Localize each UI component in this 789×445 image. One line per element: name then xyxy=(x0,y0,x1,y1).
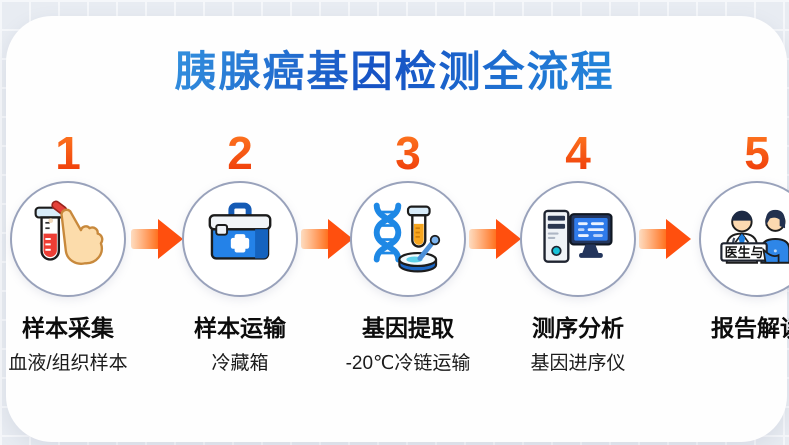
step-number: 5 xyxy=(677,128,789,178)
arrow-icon xyxy=(130,217,184,261)
step-number: 1 xyxy=(0,128,148,178)
step-sublabel: 冷藏箱 xyxy=(211,353,269,374)
step-icon-circle xyxy=(10,181,126,297)
arrow-icon xyxy=(300,217,354,261)
sign-text: 医生与 xyxy=(725,245,764,260)
step-number: 4 xyxy=(498,128,658,178)
step-gene-extraction: 3 基因提取 -20℃冷链运输 xyxy=(328,128,488,375)
step-sequencing-analysis: 4 测序分析 基因进序仪 xyxy=(498,128,658,375)
arrow-icon xyxy=(468,217,522,261)
step-report-interpretation: 5 医生与 报告解读 xyxy=(677,128,789,348)
blood-sample-icon xyxy=(34,200,104,265)
sequencing-computer-icon xyxy=(543,209,613,263)
step-sublabel: -20℃冷链运输 xyxy=(345,353,471,374)
step-label: 样本采集 xyxy=(22,315,114,341)
step-icon-circle xyxy=(350,181,466,297)
step-number: 2 xyxy=(160,128,320,178)
step-icon-circle: 医生与 xyxy=(699,181,789,297)
step-number: 3 xyxy=(328,128,488,178)
arrow-icon xyxy=(638,217,692,261)
cooler-box-icon xyxy=(208,202,272,260)
step-sample-transport: 2 样本运输 冷藏箱 xyxy=(160,128,320,375)
step-sublabel: 基因进序仪 xyxy=(530,353,626,374)
step-label: 样本运输 xyxy=(194,315,286,341)
step-sample-collection: 1 样本采集 血液/组织样本 xyxy=(0,128,148,375)
doctor-consult-icon: 医生与 xyxy=(720,209,789,264)
step-label: 报告解读 xyxy=(711,315,789,341)
step-label: 测序分析 xyxy=(532,315,624,341)
step-icon-circle xyxy=(520,181,636,297)
page-title: 胰腺癌基因检测全流程 xyxy=(0,38,789,99)
step-icon-circle xyxy=(182,181,298,297)
step-label: 基因提取 xyxy=(362,315,454,341)
step-sublabel: 血液/组织样本 xyxy=(8,353,128,374)
dna-extraction-icon xyxy=(373,202,441,273)
